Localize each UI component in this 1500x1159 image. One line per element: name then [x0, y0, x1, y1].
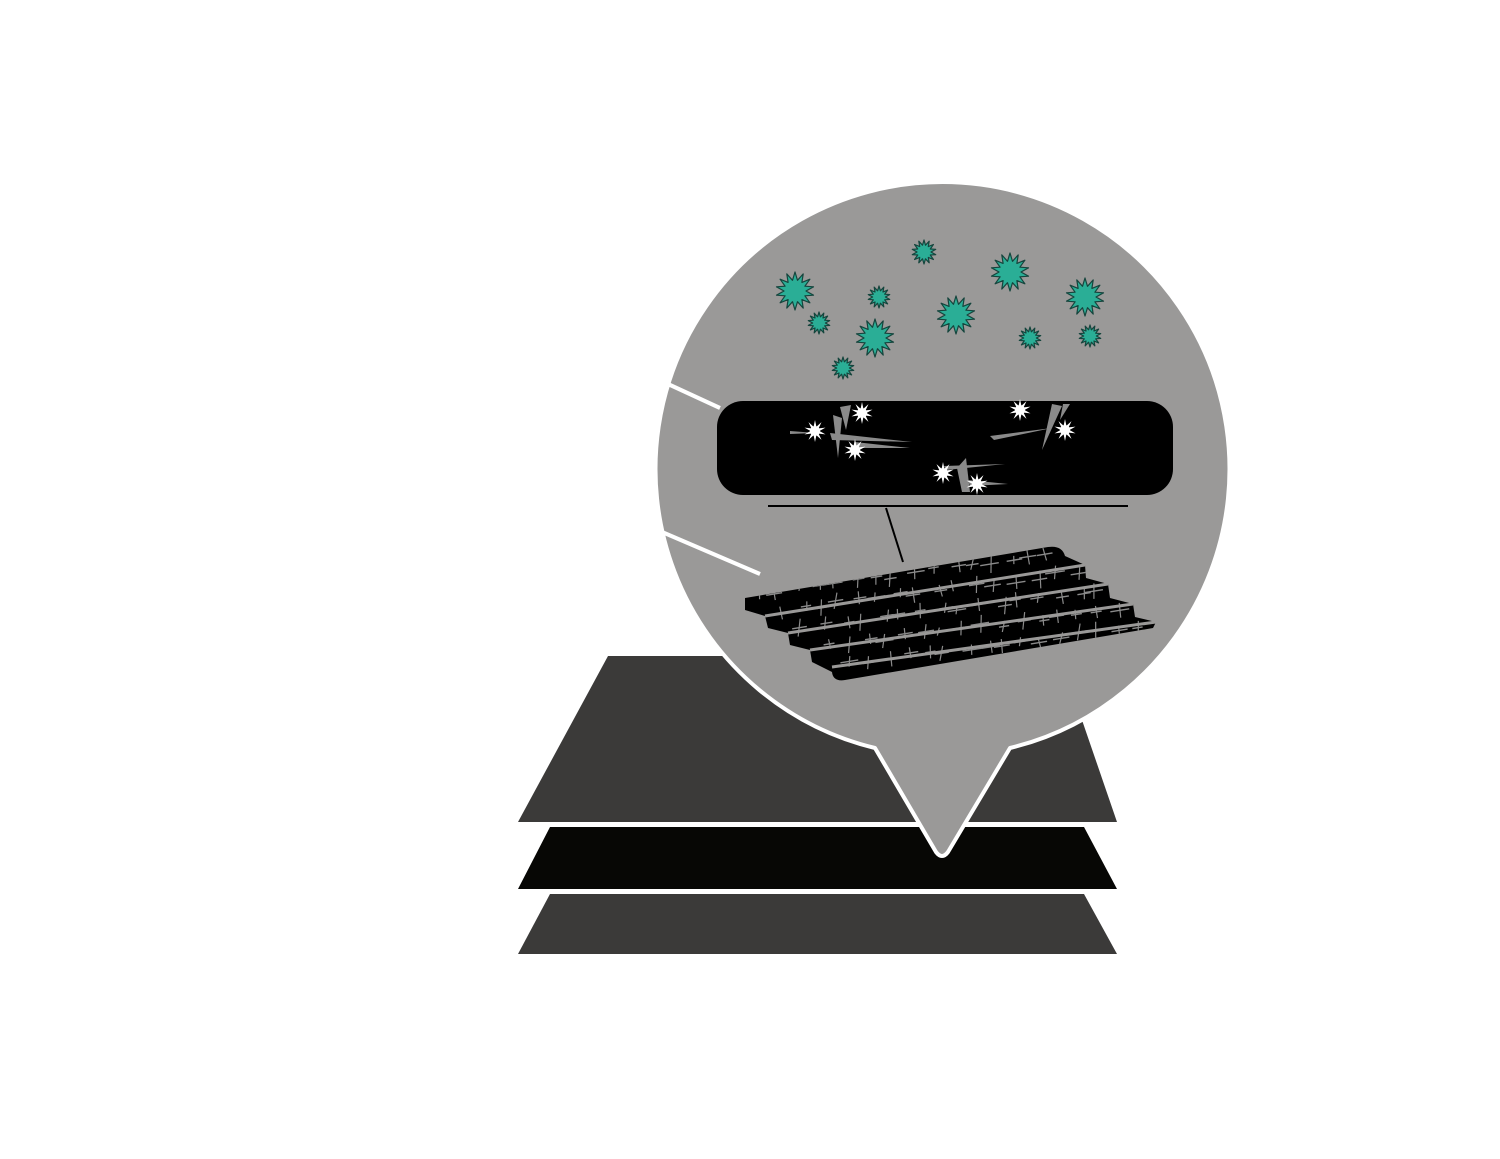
- flake-mark: [852, 577, 865, 581]
- flake-mark: [906, 569, 925, 575]
- particle-icon: [807, 311, 831, 335]
- flake-mark: [1030, 596, 1044, 600]
- particle-icon: [775, 271, 815, 311]
- flake-mark: [1070, 571, 1086, 576]
- defect-group: [804, 399, 1076, 495]
- fiber-body: [717, 401, 1173, 495]
- defect-core: [938, 468, 948, 478]
- particle-icon: [1065, 277, 1105, 317]
- particle-icon: [1078, 324, 1102, 348]
- fiber-separator: [831, 620, 1157, 669]
- fiber-separator: [787, 582, 1109, 635]
- flake-mark: [1039, 618, 1050, 622]
- flake-mark: [1070, 612, 1082, 617]
- flake-mark: [1078, 567, 1081, 580]
- flake-mark: [1031, 577, 1048, 582]
- flake-mark: [928, 566, 939, 570]
- magnifier-callout-icon: [653, 180, 1232, 858]
- particle-cluster: [775, 239, 1105, 380]
- crack: [840, 405, 851, 430]
- particle-icon: [936, 295, 976, 335]
- defect-core: [972, 479, 982, 489]
- flake-mark: [1014, 592, 1018, 608]
- flake-mark: [962, 647, 982, 652]
- particle-icon: [855, 318, 895, 358]
- magnifier-bubble: [653, 180, 1232, 858]
- crack: [1042, 404, 1062, 450]
- defect-core: [1015, 405, 1025, 415]
- fiber-cracks: [790, 404, 1070, 492]
- particle-icon: [1018, 326, 1042, 350]
- crack: [855, 442, 910, 448]
- flake-mark: [864, 637, 878, 641]
- flake-mark: [1026, 548, 1031, 565]
- enlarged-fiber: [717, 399, 1173, 563]
- flake-mark: [1042, 547, 1048, 561]
- fiber-bundle-separators: [764, 563, 1157, 669]
- flake-mark: [992, 578, 995, 593]
- defect-core: [1060, 425, 1070, 435]
- flake-mark: [1015, 576, 1018, 589]
- flake-mark: [911, 587, 916, 603]
- flake-mark: [984, 583, 1001, 588]
- flake-mark: [1053, 565, 1057, 580]
- flake-mark: [853, 596, 867, 600]
- flake-mark: [998, 624, 1010, 628]
- particle-icon: [911, 239, 937, 265]
- callout-leader-lower: [661, 530, 761, 576]
- fiber-separator: [764, 563, 1086, 618]
- flake-mark: [970, 621, 990, 626]
- flake-mark: [970, 559, 974, 570]
- flake-mark: [1006, 558, 1023, 562]
- crack: [990, 428, 1052, 440]
- bottom-layer: [518, 894, 1117, 954]
- flake-mark: [1000, 639, 1004, 654]
- flake-mark: [918, 629, 935, 634]
- fiber-separator: [809, 602, 1134, 652]
- crack: [1060, 404, 1070, 420]
- flake-mark: [886, 609, 890, 622]
- flake-mark: [980, 561, 999, 567]
- particle-icon: [831, 356, 855, 380]
- crack: [830, 433, 912, 442]
- middle-layer: [518, 827, 1117, 889]
- flake-mark: [939, 645, 944, 661]
- flake-mark: [820, 621, 833, 625]
- flake-mark: [923, 624, 927, 639]
- particle-icon: [990, 252, 1030, 292]
- flake-mark: [800, 604, 812, 608]
- particle-icon: [867, 285, 891, 309]
- callout-leader-upper: [667, 382, 721, 410]
- defect-core: [850, 445, 860, 455]
- flake-mark: [1132, 626, 1143, 630]
- flake-mark: [1009, 598, 1021, 602]
- defect-core: [857, 408, 867, 418]
- crack: [944, 464, 1005, 470]
- flake-mark: [904, 650, 919, 655]
- fiber-to-plate-leader: [885, 507, 904, 563]
- defect-core: [810, 426, 820, 436]
- flake-mark: [797, 618, 801, 637]
- flake-mark: [989, 640, 993, 653]
